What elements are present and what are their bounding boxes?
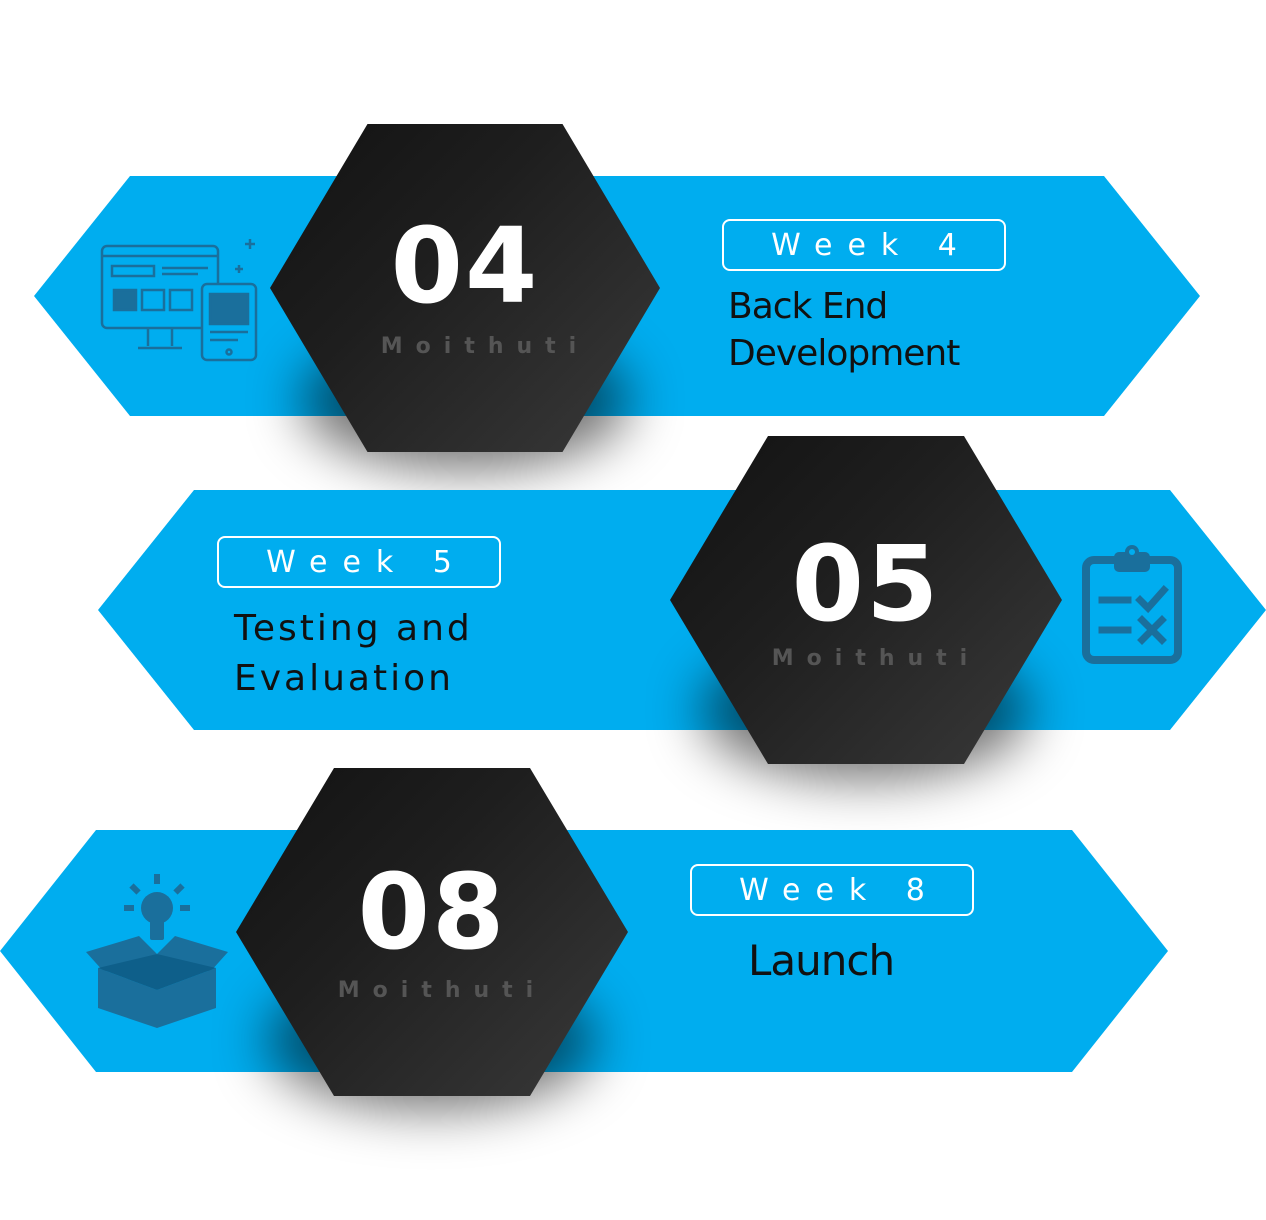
- stage-number: 05: [791, 523, 941, 645]
- stage-title-line: Evaluation: [234, 657, 454, 699]
- stage-title-line: Launch: [748, 936, 895, 985]
- stage-title: Launch: [748, 934, 895, 989]
- stage-title-line: Testing and: [234, 608, 473, 649]
- brand-label: Moithuti: [380, 334, 590, 359]
- stage-number: 04: [390, 205, 540, 327]
- stage-title-line: Development: [728, 332, 960, 374]
- clipboard-checklist-icon: [1082, 545, 1182, 664]
- box-lightbulb-icon: [86, 874, 228, 1028]
- stage-title: Testing and Evaluation: [234, 604, 473, 703]
- stage-title: Back End Development: [728, 284, 960, 378]
- brand-label: Moithuti: [771, 646, 981, 671]
- stage-hexagon-week-5: 05 Moithuti: [670, 436, 1062, 764]
- stage-title-line: Back End: [728, 286, 888, 327]
- week-label-box: Week 8: [690, 864, 974, 916]
- stage-hexagon-week-4: 04 Moithuti: [270, 124, 660, 452]
- stage-number: 08: [357, 851, 507, 973]
- responsive-devices-icon: [100, 239, 258, 362]
- week-label-box: Week 4: [722, 219, 1006, 271]
- brand-label: Moithuti: [337, 978, 547, 1003]
- stage-hexagon-week-8: 08 Moithuti: [236, 768, 628, 1096]
- week-label-box: Week 5: [217, 536, 501, 588]
